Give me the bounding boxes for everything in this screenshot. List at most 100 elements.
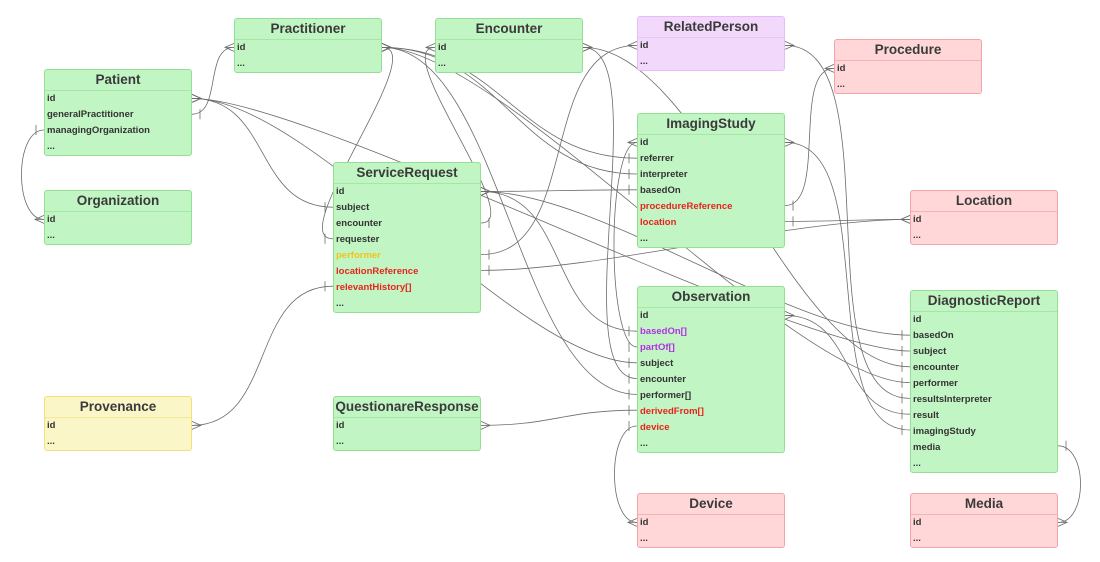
field-resultsinterpreter: resultsInterpreter (913, 394, 992, 405)
field-relevanthistory: relevantHistory[] (336, 282, 412, 293)
field-more: ... (913, 458, 921, 469)
field-id: id (837, 63, 846, 74)
field-encounter: encounter (640, 374, 686, 385)
field-more: ... (640, 233, 648, 244)
relationship-line (582, 47, 638, 379)
field-more: ... (336, 436, 344, 447)
entity-patient[interactable]: Patient id generalPractitioner managingOrga… (44, 69, 192, 156)
field-basedon: basedOn (913, 330, 954, 341)
crows-foot-icon (191, 421, 202, 430)
relationship-line (381, 47, 638, 395)
field-id: id (336, 420, 345, 431)
field-basedon: basedOn[] (640, 326, 687, 337)
field-id: id (47, 214, 56, 225)
crows-foot-icon (191, 94, 202, 103)
field-procedurereference: procedureReference (640, 201, 733, 212)
field-derivedfrom: derivedFrom[] (640, 406, 704, 417)
relationship-line (784, 45, 911, 399)
field-more: ... (913, 230, 921, 241)
relationship-line (480, 189, 638, 192)
field-id: id (640, 517, 649, 528)
field-location: location (640, 217, 677, 228)
field-id: id (640, 137, 649, 148)
relationship-line (191, 98, 334, 208)
field-performer: performer (336, 250, 381, 261)
entity-title: ServiceRequest (334, 163, 480, 184)
crows-foot-icon (34, 215, 45, 224)
field-imagingstudy: imagingStudy (913, 426, 976, 437)
entity-title: Encounter (436, 19, 582, 40)
entity-title: Procedure (835, 40, 981, 61)
relationship-line (480, 45, 638, 255)
crows-foot-icon (224, 43, 235, 52)
crows-foot-icon (784, 41, 795, 50)
field-referrer: referrer (640, 153, 674, 164)
entity-location[interactable]: Location id... (910, 190, 1058, 245)
relationship-line (381, 47, 638, 175)
relationship-line (21, 129, 45, 220)
field-more: ... (640, 438, 648, 449)
entity-title: Provenance (45, 397, 191, 418)
field-id: id (913, 214, 922, 225)
crows-foot-icon (480, 187, 491, 196)
field-generalpractitioner: generalPractitioner (47, 109, 134, 120)
field-id: id (913, 314, 922, 325)
relationship-line (1057, 445, 1081, 523)
field-result: result (913, 410, 939, 421)
field-id: id (47, 93, 56, 104)
entity-title: Organization (45, 191, 191, 212)
entity-title: DiagnosticReport (911, 291, 1057, 312)
entity-title: QuestionareResponse (334, 397, 480, 418)
field-id: id (237, 42, 246, 53)
entity-practitioner[interactable]: Practitioner id... (234, 18, 382, 73)
relationship-line (424, 47, 492, 224)
field-id: id (640, 40, 649, 51)
crows-foot-icon (480, 421, 491, 430)
field-more: ... (47, 141, 55, 152)
relationship-line (322, 47, 393, 240)
entity-title: Device (638, 494, 784, 515)
relationship-line (480, 409, 638, 426)
field-more: ... (640, 56, 648, 67)
field-subject: subject (336, 202, 370, 213)
entity-questionareresponse[interactable]: QuestionareResponse id... (333, 396, 481, 451)
relationship-line (381, 47, 638, 159)
crows-foot-icon (627, 138, 638, 147)
field-managingorganization: managingOrganization (47, 125, 150, 136)
relationship-line (191, 47, 235, 115)
entity-title: Practitioner (235, 19, 381, 40)
field-more: ... (237, 58, 245, 69)
relationship-line (784, 68, 835, 206)
entity-device[interactable]: Device id... (637, 493, 785, 548)
field-partof: partOf[] (640, 342, 675, 353)
crows-foot-icon (582, 43, 593, 52)
field-device: device (640, 422, 670, 433)
field-id: id (913, 517, 922, 528)
relationship-line (613, 142, 638, 348)
field-locationreference: locationReference (336, 266, 419, 277)
field-media: media (913, 442, 941, 453)
field-encounter: encounter (336, 218, 382, 229)
entity-title: Location (911, 191, 1057, 212)
field-performer: performer[] (640, 390, 692, 401)
entity-title: Patient (45, 70, 191, 91)
crows-foot-icon (627, 518, 638, 527)
field-subject: subject (913, 346, 947, 357)
field-id: id (640, 310, 649, 321)
relationship-line (191, 98, 911, 352)
crows-foot-icon (900, 215, 911, 224)
field-more: ... (438, 58, 446, 69)
field-interpreter: interpreter (640, 169, 688, 180)
field-more: ... (640, 533, 648, 544)
crows-foot-icon (627, 41, 638, 50)
